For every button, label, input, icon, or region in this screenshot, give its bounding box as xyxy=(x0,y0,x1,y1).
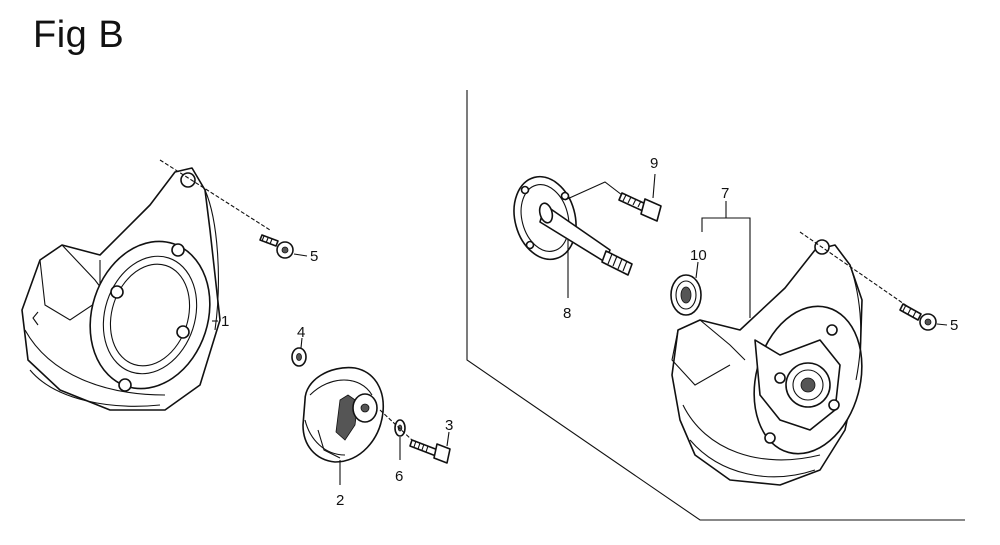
oil-seal xyxy=(670,274,702,316)
leader-9 xyxy=(652,173,656,199)
bolt-right xyxy=(899,303,937,331)
callout-10: 10 xyxy=(690,247,707,264)
bolt-left xyxy=(259,234,294,259)
bolt-9 xyxy=(618,192,662,222)
leader-9-link xyxy=(564,181,623,201)
dash-line-3 xyxy=(379,409,413,441)
leader-3 xyxy=(446,431,450,447)
callout-5-right: 5 xyxy=(950,317,958,334)
callout-7: 7 xyxy=(721,185,729,202)
dash-line-1 xyxy=(159,159,271,231)
leader-10 xyxy=(695,261,699,279)
gear-case-housing xyxy=(671,239,863,486)
leader-5-right xyxy=(936,323,948,326)
clutch-assembly xyxy=(302,366,384,463)
leader-7 xyxy=(701,217,751,318)
leader-5-left xyxy=(293,253,308,257)
group-boundary xyxy=(466,90,965,521)
dash-line-right xyxy=(799,231,921,316)
callout-6: 6 xyxy=(395,468,403,485)
washer xyxy=(291,347,307,367)
clutch-bolt xyxy=(409,439,451,464)
callout-4: 4 xyxy=(297,324,305,341)
figure-title: Fig B xyxy=(33,14,125,56)
callout-5-left: 5 xyxy=(310,248,318,265)
callout-2: 2 xyxy=(336,492,344,509)
callout-8: 8 xyxy=(563,305,571,322)
callout-3: 3 xyxy=(445,417,453,434)
callout-9: 9 xyxy=(650,155,658,172)
drive-shaft xyxy=(513,175,633,276)
callout-1: 1 xyxy=(221,313,229,330)
leader-4 xyxy=(300,337,303,349)
clutch-housing xyxy=(21,167,221,411)
